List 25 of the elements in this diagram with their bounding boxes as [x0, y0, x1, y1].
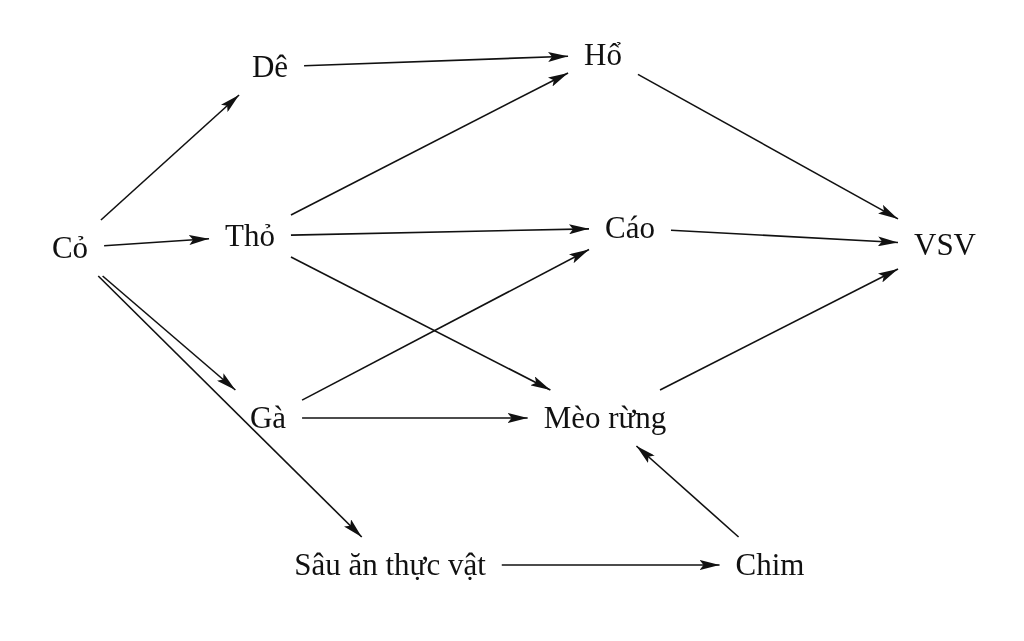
- arrow: [290, 72, 569, 216]
- arrow: [101, 275, 237, 391]
- arrow: [303, 52, 569, 67]
- node-label: Sâu ăn thực vật: [278, 537, 502, 593]
- arrow: [301, 413, 529, 423]
- arrow: [97, 275, 363, 538]
- arrow: [103, 235, 210, 247]
- node-label: VSV: [898, 217, 992, 273]
- node-label: Gà: [233, 390, 303, 446]
- arrow: [635, 445, 740, 538]
- node-label: Cỏ: [35, 220, 105, 276]
- arrow: [670, 229, 899, 247]
- node-label: Dê: [235, 39, 305, 95]
- node-label: Chim: [719, 537, 821, 593]
- arrow: [301, 248, 590, 401]
- arrow: [637, 73, 899, 220]
- arrow: [500, 560, 721, 570]
- node-label: Thỏ: [209, 208, 291, 264]
- node-label: Cáo: [589, 200, 671, 256]
- arrow: [100, 94, 240, 221]
- node-label: Mèo rừng: [527, 390, 683, 446]
- arrow: [659, 268, 899, 391]
- arrow: [290, 224, 590, 236]
- arrow: [290, 256, 552, 391]
- node-label: Hổ: [568, 27, 638, 83]
